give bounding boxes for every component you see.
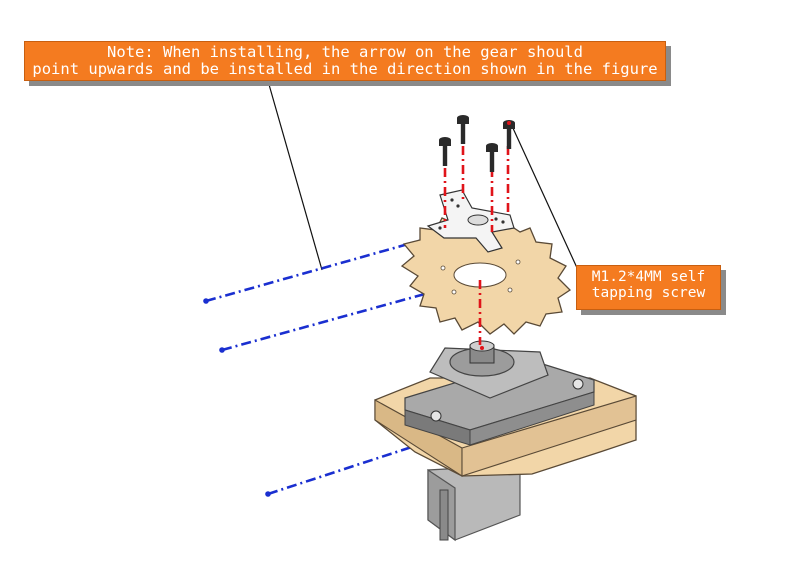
installation-note-callout: Note: When installing, the arrow on the …: [24, 41, 666, 81]
screw-icon: [439, 115, 515, 172]
wooden-bracket-icon: [374, 340, 637, 478]
wooden-gear-icon: [400, 213, 572, 335]
red-guide-lines: [443, 146, 510, 345]
servo-horn-icon: [426, 189, 515, 253]
screw-leader-line: [511, 125, 579, 271]
note-leader-line: [267, 80, 323, 271]
servo-motor-icon: [427, 464, 521, 542]
screw-spec-callout: M1.2*4MM self tapping screw: [576, 265, 721, 310]
